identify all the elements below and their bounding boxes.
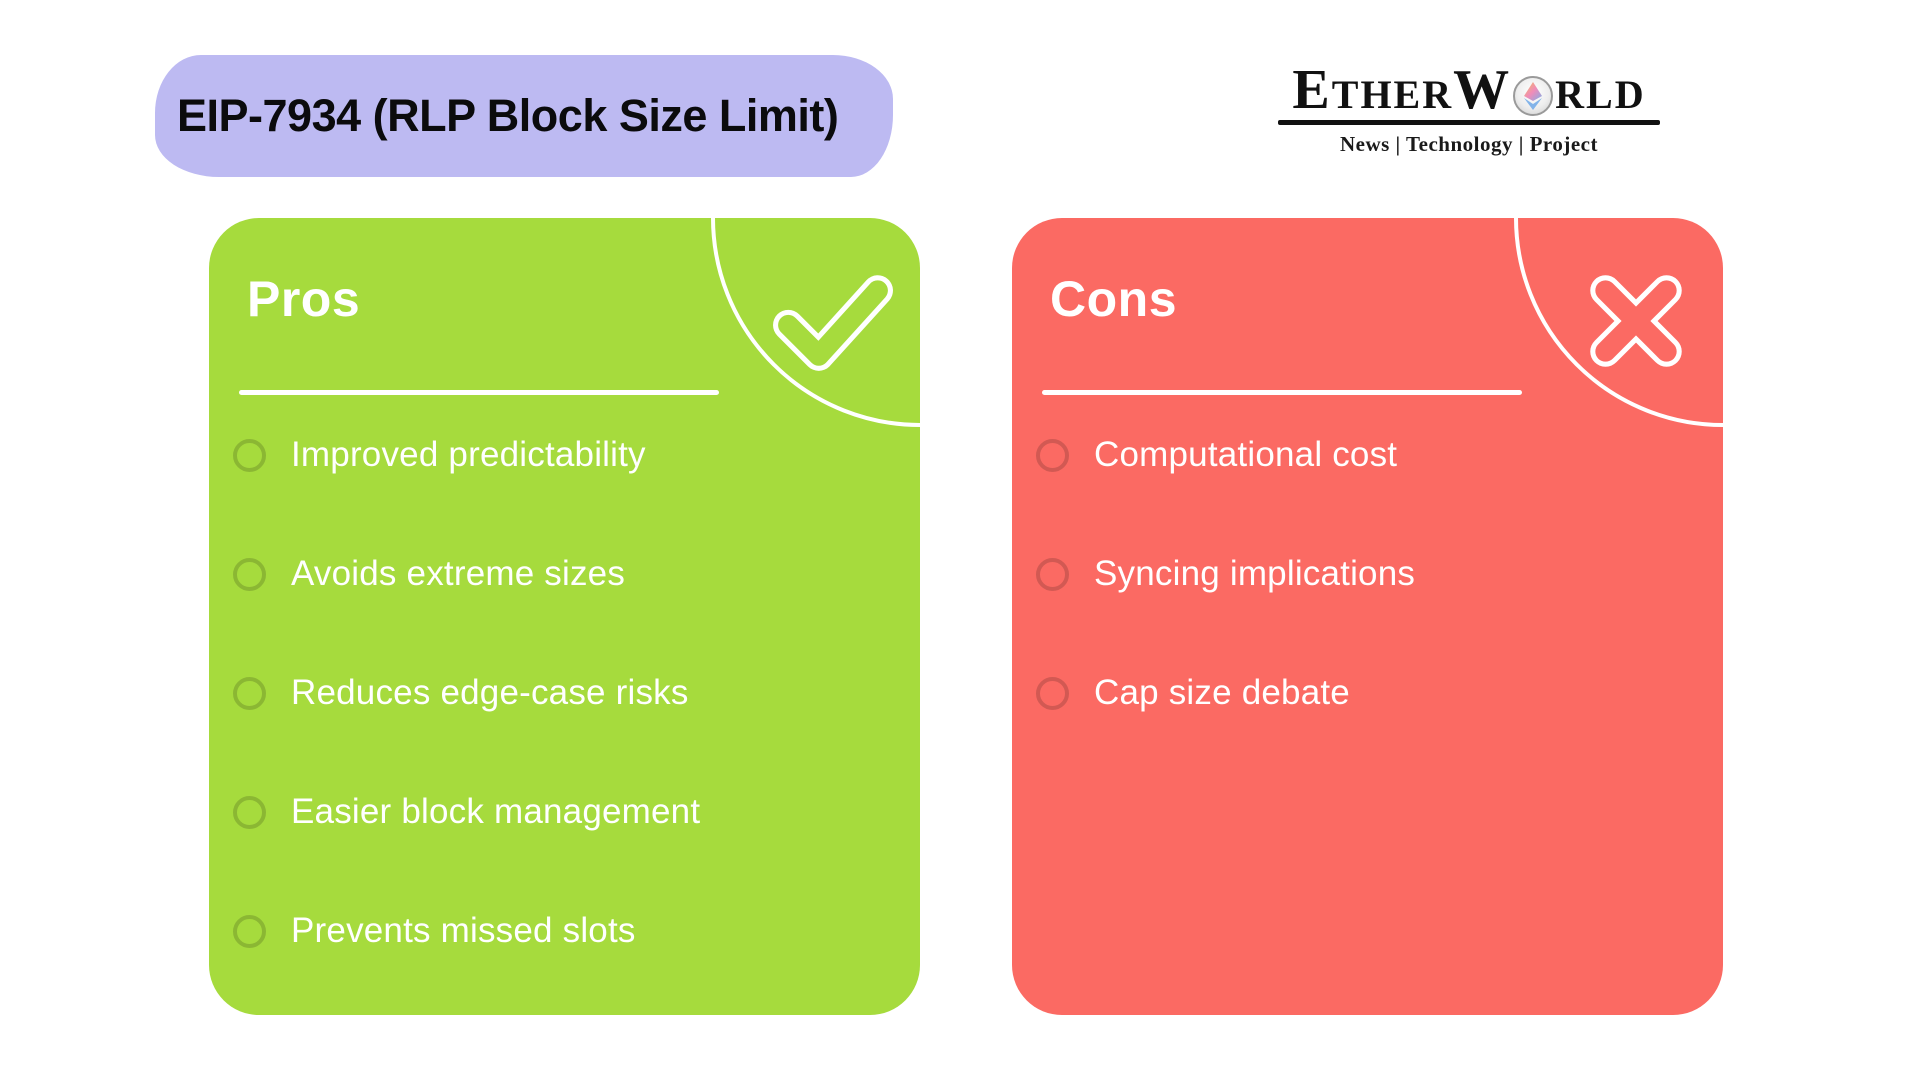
list-item-label: Cap size debate <box>1094 673 1350 713</box>
bullet-circle-icon <box>233 439 266 472</box>
list-item-label: Prevents missed slots <box>291 911 636 951</box>
list-item: Improved predictability <box>209 396 920 515</box>
bullet-circle-icon <box>1036 439 1069 472</box>
logo-letters-rld: RLD <box>1555 72 1646 117</box>
list-item: Computational cost <box>1012 396 1723 515</box>
logo-letter-e: E <box>1292 59 1332 121</box>
pros-title: Pros <box>247 271 361 327</box>
list-item: Reduces edge-case risks <box>209 634 920 753</box>
list-item-label: Syncing implications <box>1094 554 1416 594</box>
pros-card: Pros Improved predictability Avoids extr… <box>209 218 920 1015</box>
list-item-label: Easier block management <box>291 792 701 832</box>
logo-underline <box>1278 120 1660 126</box>
logo-tagline: News | Technology | Project <box>1339 132 1598 157</box>
logo-letter-w: W <box>1453 59 1512 121</box>
bullet-circle-icon <box>233 677 266 710</box>
bullet-circle-icon <box>233 796 266 829</box>
bullet-circle-icon <box>1036 677 1069 710</box>
logo-wordmark: E THER W RLD <box>1278 59 1660 121</box>
list-item: Syncing implications <box>1012 515 1723 634</box>
cons-card: Cons Computational cost Syncing implicat… <box>1012 218 1723 1015</box>
page-title: EIP-7934 (RLP Block Size Limit) <box>177 90 839 141</box>
list-item-label: Avoids extreme sizes <box>291 554 626 594</box>
cons-divider <box>1042 390 1522 395</box>
x-icon <box>1590 275 1682 367</box>
etherworld-logo: E THER W RLD News | T <box>1278 59 1660 157</box>
bullet-circle-icon <box>233 558 266 591</box>
bullet-circle-icon <box>1036 558 1069 591</box>
cons-list: Computational cost Syncing implications … <box>1012 396 1723 753</box>
pros-list: Improved predictability Avoids extreme s… <box>209 396 920 991</box>
list-item: Easier block management <box>209 753 920 872</box>
cons-title: Cons <box>1050 271 1177 327</box>
list-item: Avoids extreme sizes <box>209 515 920 634</box>
bullet-circle-icon <box>233 915 266 948</box>
logo-letters-ther: THER <box>1331 72 1454 117</box>
globe-icon <box>1513 76 1554 117</box>
list-item: Prevents missed slots <box>209 872 920 991</box>
title-badge: EIP-7934 (RLP Block Size Limit) <box>155 55 893 177</box>
pros-divider <box>239 390 719 395</box>
check-icon <box>773 275 893 371</box>
list-item: Cap size debate <box>1012 634 1723 753</box>
list-item-label: Computational cost <box>1094 435 1398 475</box>
list-item-label: Reduces edge-case risks <box>291 673 689 713</box>
list-item-label: Improved predictability <box>291 435 646 475</box>
